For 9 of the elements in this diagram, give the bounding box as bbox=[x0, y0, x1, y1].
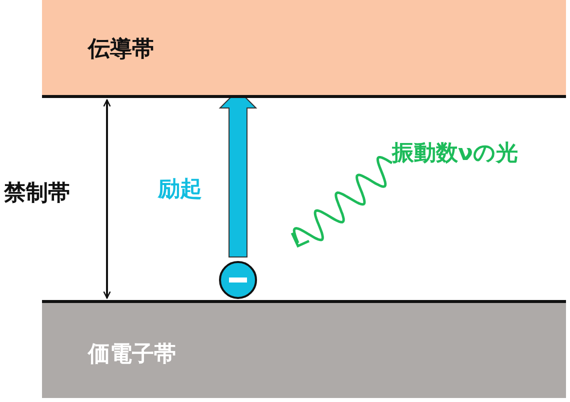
valence-band bbox=[42, 300, 566, 398]
double-arrow bbox=[103, 99, 111, 299]
electron-circle bbox=[219, 261, 257, 299]
edge-label: 励起 bbox=[158, 176, 202, 204]
band-label: 価電子帯 bbox=[88, 341, 176, 369]
band-label: 伝導帯 bbox=[88, 36, 154, 64]
gap-label: 禁制帯 bbox=[4, 180, 70, 208]
conduction-band bbox=[42, 0, 566, 98]
light-label: 振動数νの光 bbox=[392, 140, 518, 168]
